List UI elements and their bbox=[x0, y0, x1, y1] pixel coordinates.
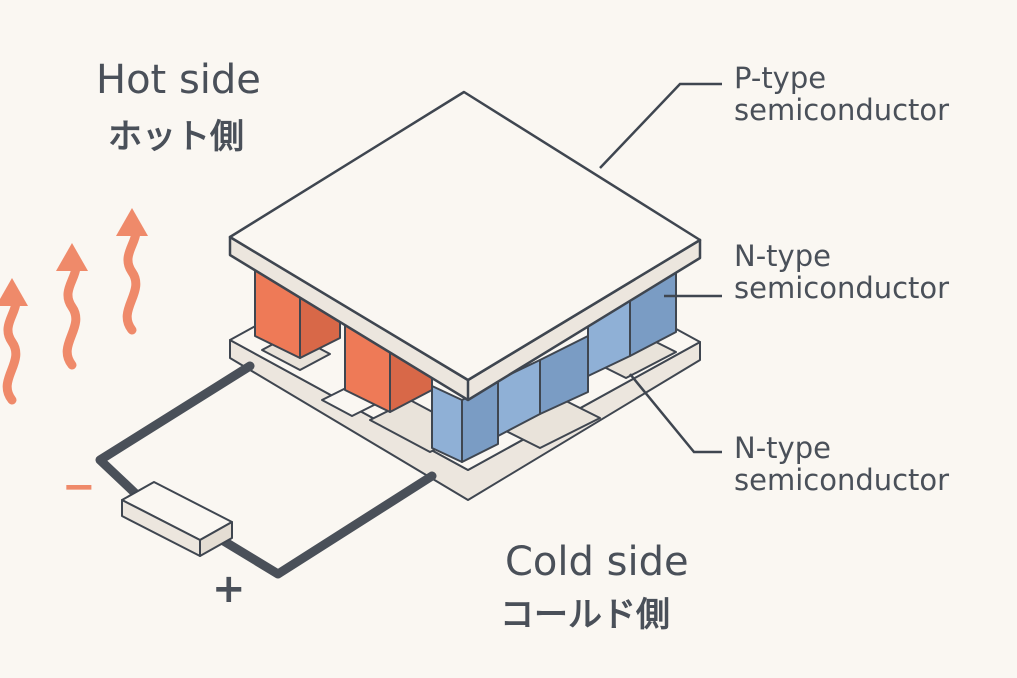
n-type-leg bbox=[431, 381, 499, 463]
circuit-wires bbox=[95, 361, 437, 579]
hot-side-label-ja: ホット側 bbox=[108, 117, 244, 157]
callout-n-type-upper-line2: semiconductor bbox=[734, 271, 950, 306]
heat-arrow-icon bbox=[56, 243, 88, 370]
negative-wire bbox=[95, 361, 255, 499]
callout-n-type-lower-line2: semiconductor bbox=[734, 463, 950, 498]
cold-side-label: Cold side bbox=[505, 539, 689, 585]
callout-n-type-upper: N-type semiconductor bbox=[734, 240, 949, 305]
heat-arrow-icon bbox=[0, 278, 28, 405]
power-source bbox=[121, 481, 233, 557]
callout-p-type-line2: semiconductor bbox=[734, 93, 950, 128]
callout-p-type: P-type semiconductor bbox=[734, 62, 949, 127]
hot-side-plate bbox=[228, 90, 702, 402]
callout-n-type-lower: N-type semiconductor bbox=[734, 432, 949, 497]
callout-line-n-type-lower bbox=[629, 373, 722, 454]
heat-arrow-icon bbox=[116, 208, 148, 335]
callout-n-type-upper-line1: N-type bbox=[734, 239, 831, 273]
cold-side-label-ja: コールド側 bbox=[500, 595, 670, 635]
positive-wire bbox=[217, 471, 437, 579]
callout-lines bbox=[599, 82, 722, 454]
n-type-leg bbox=[497, 335, 589, 437]
callout-n-type-lower-line1: N-type bbox=[734, 431, 831, 465]
negative-terminal-sign: − bbox=[62, 464, 96, 510]
hot-side-label: Hot side bbox=[96, 57, 261, 103]
positive-terminal-sign: + bbox=[212, 566, 246, 612]
heat-arrows bbox=[0, 208, 148, 405]
callout-line-p-type bbox=[599, 82, 722, 169]
callout-p-type-line1: P-type bbox=[734, 61, 827, 95]
